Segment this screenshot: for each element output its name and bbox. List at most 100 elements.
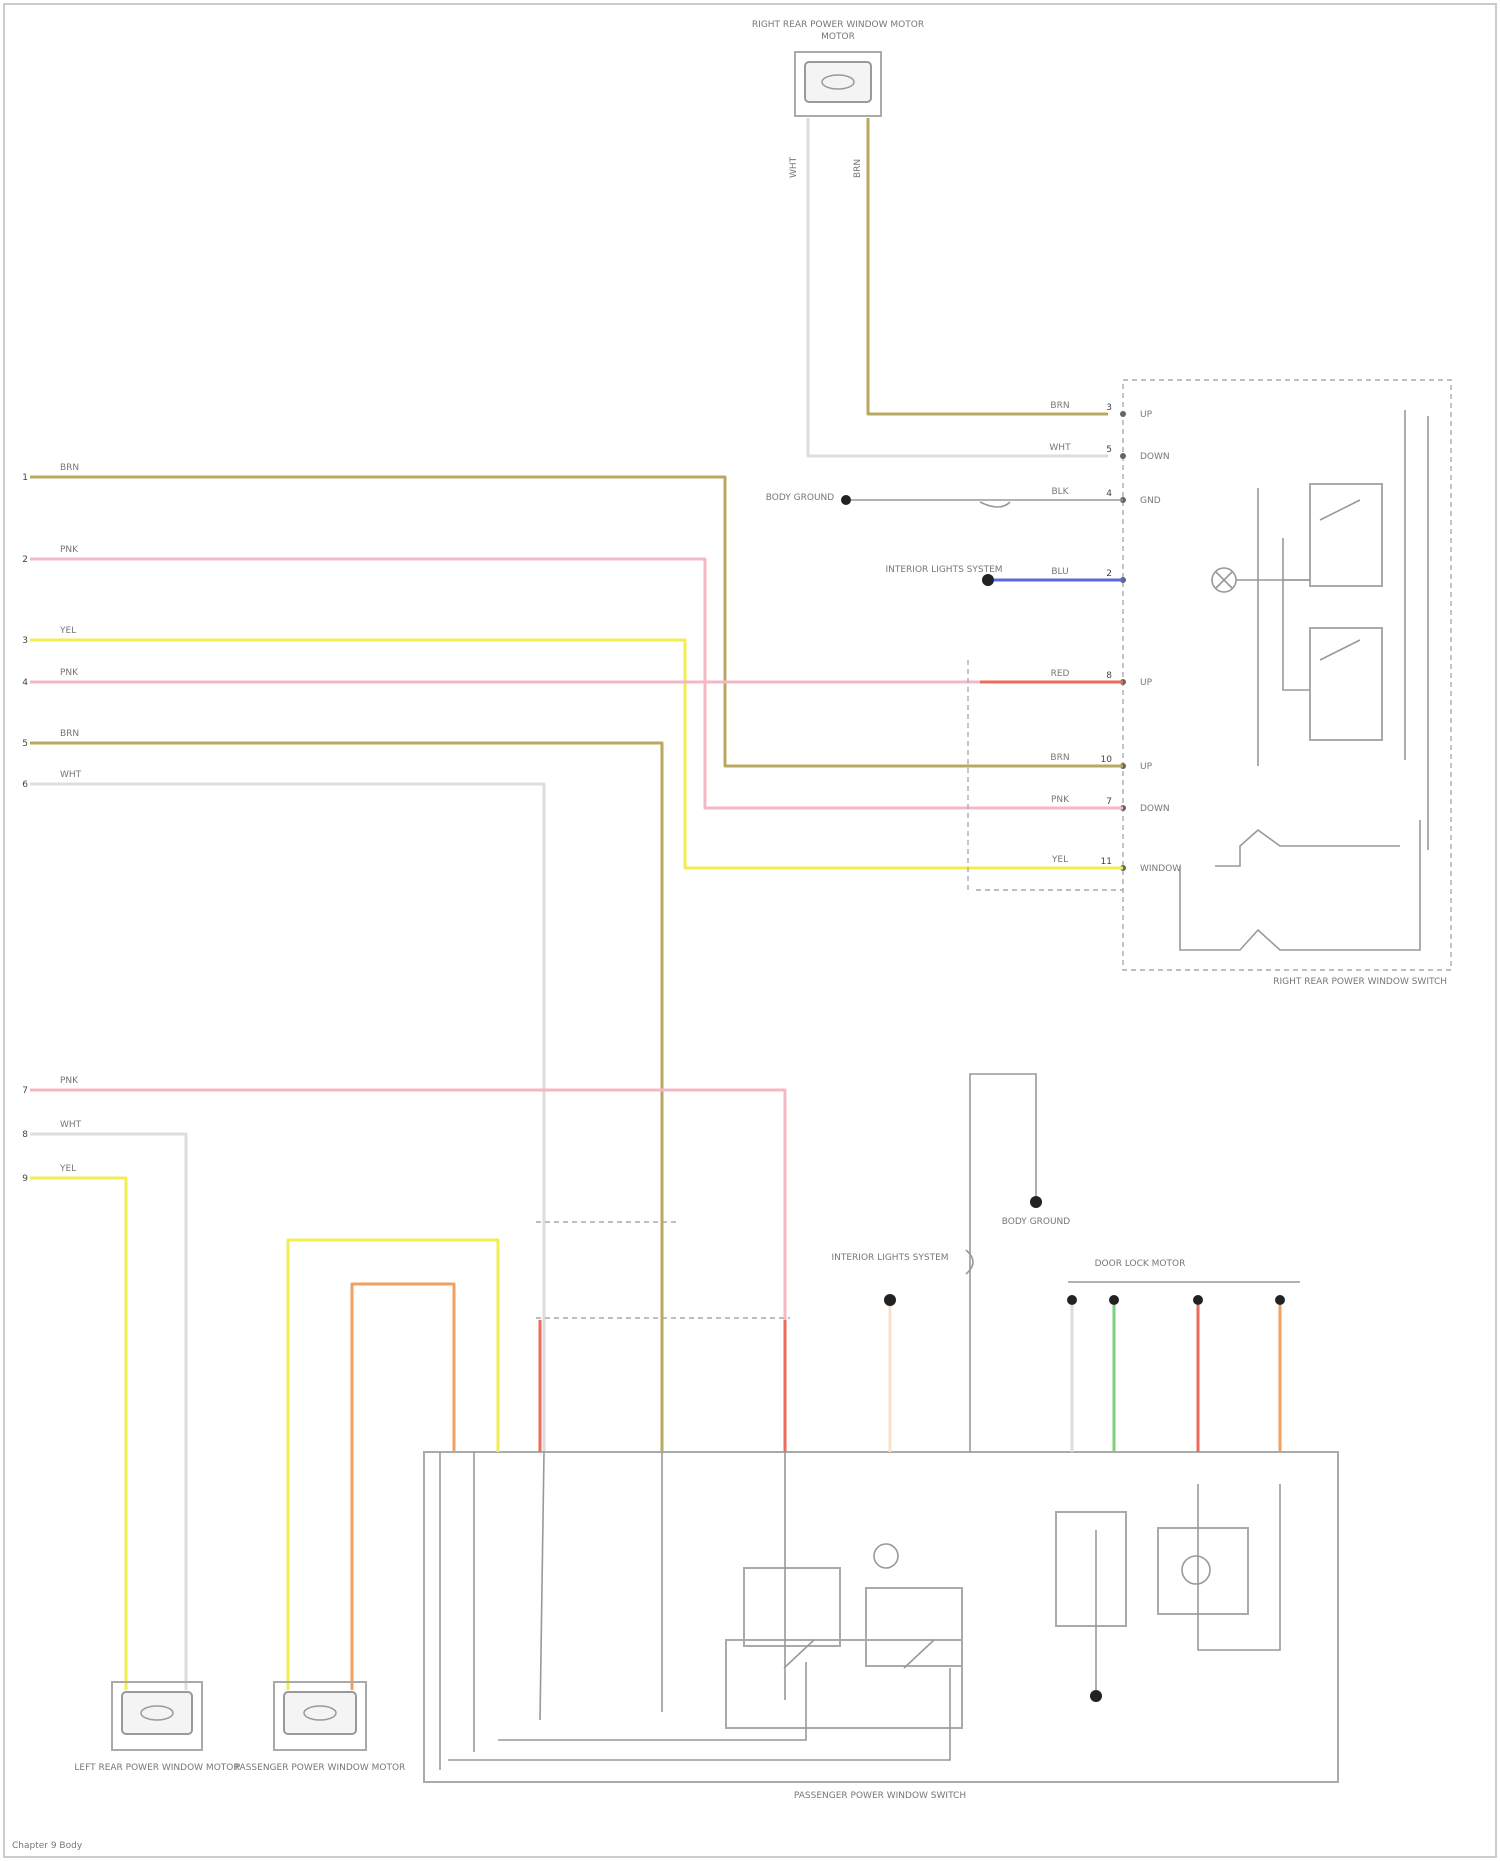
lock-pin-2 xyxy=(1109,1295,1119,1305)
rr-switch-terminals: 3BRNUP5WHTDOWN4BLKGND2BLU8REDUP10BRNUP7P… xyxy=(1049,401,1181,874)
rr-term-pin-5: 8 xyxy=(1106,671,1112,681)
ground-1-point xyxy=(841,495,851,505)
illum-1-label: INTERIOR LIGHTS SYSTEM xyxy=(885,565,1002,575)
rr-motor-subtitle: MOTOR xyxy=(821,32,855,42)
ground-2-label: BODY GROUND xyxy=(1002,1217,1071,1227)
lr-motor-title: LEFT REAR POWER WINDOW MOTOR xyxy=(74,1763,239,1773)
ground-1-label: BODY GROUND xyxy=(766,493,835,503)
pass-through-connector xyxy=(968,660,1123,890)
rr-term-name-2: DOWN xyxy=(1140,452,1170,462)
rr-motor-wire-1: WHT xyxy=(789,156,799,178)
rr-term-pin-3: 4 xyxy=(1106,489,1112,499)
rr-term-node-1 xyxy=(1120,411,1126,417)
left-pin-2: 2 xyxy=(22,555,28,565)
lock-pin-4 xyxy=(1275,1295,1285,1305)
rr-term-pin-2: 5 xyxy=(1106,445,1112,455)
pass-switch-title: PASSENGER POWER WINDOW SWITCH xyxy=(794,1791,966,1801)
rr-switch-title: RIGHT REAR POWER WINDOW SWITCH xyxy=(1273,977,1447,987)
pass-motor-icon xyxy=(284,1692,356,1734)
rr-term-name-6: UP xyxy=(1140,762,1153,772)
rr-term-wire-1: BRN xyxy=(1050,401,1069,411)
door-lock-switch-box xyxy=(1056,1512,1126,1626)
pass-contact-2 xyxy=(866,1588,962,1666)
rr-term-wire-2: WHT xyxy=(1049,443,1071,453)
pass-contact-1 xyxy=(744,1568,840,1646)
page-frame xyxy=(4,4,1496,1857)
door-lock-motor-box xyxy=(1158,1528,1248,1614)
rr-term-name-1: UP xyxy=(1140,410,1153,420)
rr-term-wire-3: BLK xyxy=(1051,487,1069,497)
pass-switch-lamp xyxy=(874,1544,898,1568)
left-wire-label-2: PNK xyxy=(60,545,79,555)
rr-motor-brn-lead xyxy=(868,118,1108,414)
rr-term-wire-7: PNK xyxy=(1051,795,1070,805)
rr-term-pin-6: 10 xyxy=(1101,755,1113,765)
left-pin-4: 4 xyxy=(22,678,28,688)
pass-motor-org xyxy=(352,1284,454,1690)
rr-term-node-2 xyxy=(1120,453,1126,459)
left-pin-3: 3 xyxy=(22,636,28,646)
door-lock-motor-icon xyxy=(1182,1556,1210,1584)
rr-term-pin-7: 7 xyxy=(1106,797,1112,807)
rr-term-pin-8: 11 xyxy=(1101,857,1112,867)
left-wire-label-5: BRN xyxy=(60,729,79,739)
door-lock-title: DOOR LOCK MOTOR xyxy=(1095,1259,1186,1269)
rr-term-name-3: GND xyxy=(1140,496,1161,506)
left-pin-7: 7 xyxy=(22,1086,28,1096)
rr-lock-switch-1 xyxy=(1215,830,1400,866)
left-wire-label-1: BRN xyxy=(60,463,79,473)
rr-switch-down-contact xyxy=(1310,628,1382,740)
wire-3-ylw xyxy=(30,640,1123,868)
rr-term-wire-4: BLU xyxy=(1051,567,1068,577)
rr-switch-levers xyxy=(1320,500,1360,660)
rr-term-name-7: DOWN xyxy=(1140,804,1170,814)
left-wire-label-4: PNK xyxy=(60,668,79,678)
rr-term-pin-1: 3 xyxy=(1106,403,1112,413)
left-wire-label-6: WHT xyxy=(60,770,82,780)
door-lock-ground xyxy=(1090,1690,1102,1702)
left-wire-label-8: WHT xyxy=(60,1120,82,1130)
left-pin-9: 9 xyxy=(22,1174,28,1184)
left-wire-label-3: YEL xyxy=(59,626,76,636)
rr-term-pin-4: 2 xyxy=(1106,569,1112,579)
left-wire-label-9: YEL xyxy=(59,1164,76,1174)
rr-motor-wire-2: BRN xyxy=(853,159,863,178)
rr-lock-switch-2 xyxy=(1180,820,1420,950)
pass-motor-title: PASSENGER POWER WINDOW MOTOR xyxy=(235,1763,406,1773)
rr-term-name-8: WINDOW xyxy=(1140,864,1181,874)
wire-1-brn xyxy=(30,477,1123,766)
rr-motor-title: RIGHT REAR POWER WINDOW MOTOR xyxy=(752,20,924,30)
rr-motor-icon xyxy=(805,62,871,102)
lock-pin-1 xyxy=(1067,1295,1077,1305)
gnd-fuse-1 xyxy=(980,502,1010,507)
left-pin-6: 6 xyxy=(22,780,28,790)
pass-contact-frame xyxy=(726,1640,962,1728)
rr-term-wire-5: RED xyxy=(1051,669,1070,679)
rr-term-wire-6: BRN xyxy=(1050,753,1069,763)
rr-switch-box xyxy=(1123,380,1451,970)
left-pin-8: 8 xyxy=(22,1130,28,1140)
rr-switch-up-contact xyxy=(1310,484,1382,586)
rr-term-wire-8: YEL xyxy=(1051,855,1068,865)
lock-pin-3 xyxy=(1193,1295,1203,1305)
wire-7-pnk xyxy=(30,1090,785,1452)
ground-2-point xyxy=(1030,1196,1042,1208)
illum-2-point xyxy=(884,1294,896,1306)
ground-2-wire xyxy=(970,1074,1036,1452)
wire-8-wht xyxy=(30,1134,186,1690)
footer-note: Chapter 9 Body xyxy=(12,1841,83,1851)
wire-9-ylw xyxy=(30,1178,126,1690)
pass-motor-ylw xyxy=(288,1240,498,1690)
left-wire-label-7: PNK xyxy=(60,1076,79,1086)
illum-2-label: INTERIOR LIGHTS SYSTEM xyxy=(831,1253,948,1263)
rr-switch-lamp-cross xyxy=(1216,572,1232,588)
illum-1-point xyxy=(982,574,994,586)
left-pin-1: 1 xyxy=(22,473,28,483)
lr-motor-icon xyxy=(122,1692,192,1734)
pass-switch-internal xyxy=(440,1452,950,1770)
rr-term-name-5: UP xyxy=(1140,678,1153,688)
left-pin-5: 5 xyxy=(22,739,28,749)
